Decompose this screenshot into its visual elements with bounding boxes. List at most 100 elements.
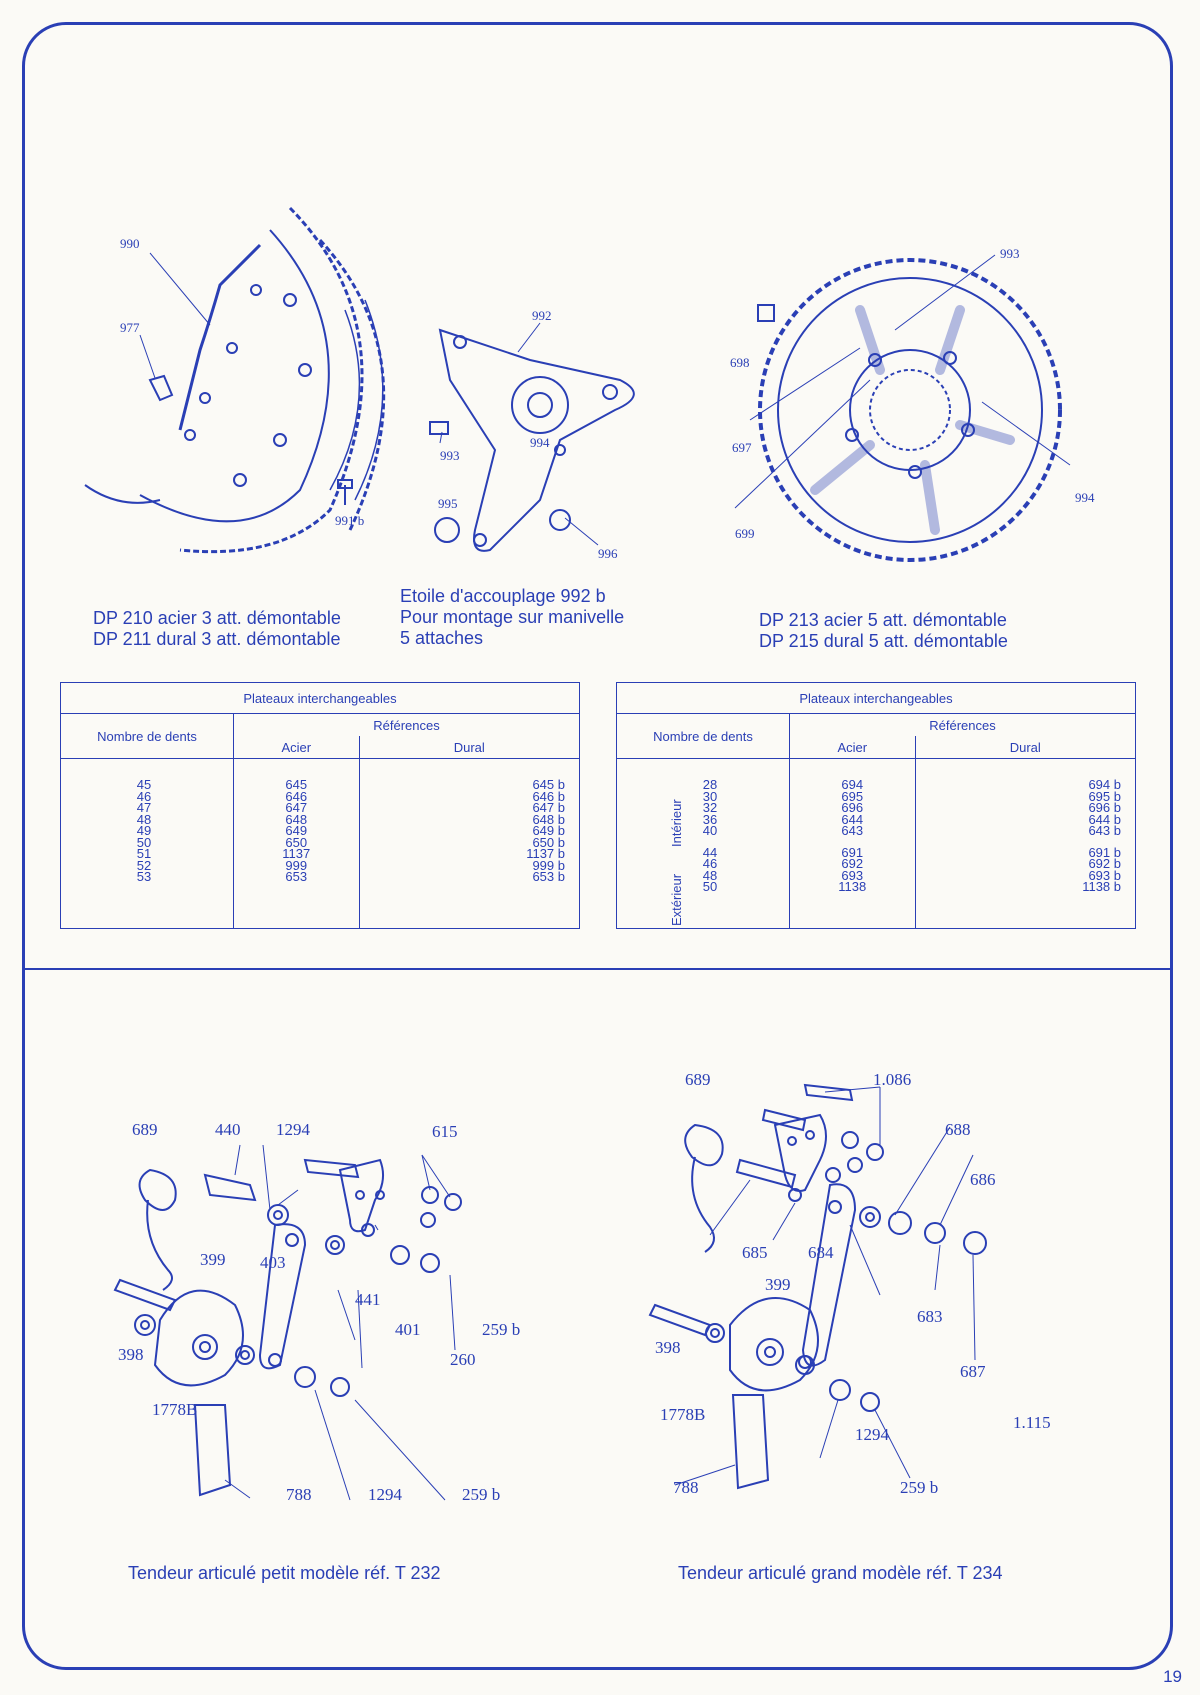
label-401: 401	[395, 1320, 421, 1339]
table-cell-dural: 643 b	[1088, 823, 1121, 838]
table-cell-dural: 694 b	[1088, 777, 1121, 792]
label-699: 699	[735, 526, 755, 541]
table-cell-dural: 692 b	[1088, 856, 1121, 871]
label-990: 990	[120, 236, 140, 251]
label-697: 697	[732, 440, 752, 455]
label-684: 684	[808, 1243, 834, 1262]
table-cell-teeth: 53	[136, 869, 152, 884]
label-1.115: 1.115	[1013, 1413, 1051, 1432]
table-cell-acier: 647	[285, 800, 308, 815]
group-label-outer: Extérieur	[669, 873, 684, 926]
label-399: 399	[200, 1250, 226, 1269]
caption-line: 5 attaches	[400, 628, 484, 648]
caption-tendeur-t234: Tendeur articulé grand modèle réf. T 234	[678, 1563, 1003, 1583]
table-cell-acier: 692	[841, 856, 864, 871]
label-992: 992	[532, 308, 552, 323]
table-cell-teeth: 44	[702, 844, 718, 860]
table-cell-dural: 650 b	[532, 834, 565, 850]
table-cell-acier: 1138	[838, 879, 867, 894]
chainring-3att-illustration: 990 977 991 b	[84, 206, 386, 554]
chainring-5att-illustration: 993 698 697 699 994	[730, 246, 1095, 562]
table-cell-dural: 999 b	[532, 857, 565, 873]
table-cell-teeth: 51	[136, 846, 152, 861]
page-number: 19	[1163, 1667, 1182, 1686]
table-cell-teeth: 48	[702, 867, 718, 883]
col-header-acier: Acier	[233, 736, 360, 759]
page-frame	[22, 22, 1173, 1670]
table-cell-acier: 643	[841, 823, 864, 838]
table-cell-acier: 645	[285, 777, 308, 792]
label-687: 687	[960, 1362, 986, 1381]
table-cell-dural: 644 b	[1088, 811, 1121, 827]
table-cell-dural: 645 b	[532, 777, 565, 792]
label-441: 441	[355, 1290, 381, 1309]
table-cell-teeth: 28	[702, 777, 718, 792]
table-cell-acier: 693	[841, 867, 864, 883]
table-cell-teeth: 52	[136, 857, 152, 873]
label-991b: 991 b	[335, 513, 364, 528]
table-cell-acier: 696	[841, 800, 864, 815]
table-cell-acier: 649	[285, 823, 308, 838]
table-title: Plateaux interchangeables	[616, 682, 1136, 714]
table-cell-dural: 695 b	[1088, 788, 1121, 804]
table-cell-teeth: 36	[702, 811, 718, 827]
caption-line: DP 215 dural 5 att. démontable	[759, 631, 1008, 651]
table-title: Plateaux interchangeables	[60, 682, 580, 714]
caption-tendeur-t232: Tendeur articulé petit modèle réf. T 232	[128, 1563, 441, 1583]
table-cell-teeth: 45	[136, 777, 152, 792]
label-403: 403	[260, 1253, 286, 1272]
label-788: 788	[286, 1485, 312, 1504]
table-cell-acier: 1137	[282, 846, 311, 861]
label-994: 994	[530, 435, 550, 450]
label-1294: 1294	[855, 1425, 890, 1444]
label-995: 995	[438, 496, 458, 511]
label-685: 685	[742, 1243, 768, 1262]
label-996: 996	[598, 546, 618, 561]
label-686: 686	[970, 1170, 996, 1189]
label-1.086: 1.086	[873, 1070, 911, 1089]
table-cell-teeth: 40	[702, 823, 718, 838]
label-259b: 259 b	[482, 1320, 520, 1339]
table-cell-acier: 691	[841, 844, 864, 860]
group-label-inner: Intérieur	[669, 799, 684, 847]
caption-chainring-3att: DP 210 acier 3 att. démontable DP 211 du…	[93, 608, 341, 650]
label-440: 440	[215, 1120, 241, 1139]
tendeur-t234-illustration: 689 1.086 688 686 685 684 399 683 398 68…	[648, 1070, 1051, 1497]
table-cell-dural: 653 b	[532, 869, 565, 884]
caption-line: Pour montage sur manivelle	[400, 607, 625, 627]
label-993: 993	[440, 448, 460, 463]
col-header-teeth: Nombre de dents	[616, 713, 790, 759]
table-cell-dural: 1138 b	[1082, 879, 1121, 894]
table-cell-acier: 646	[285, 788, 308, 804]
chainring-table-left: Plateaux interchangeables Nombre de dent…	[60, 682, 580, 929]
caption-line: Etoile d'accouplage 992 b	[400, 586, 606, 606]
table-cell-acier: 999	[285, 857, 308, 873]
table-cell-dural: 693 b	[1088, 867, 1121, 883]
label-1294: 1294	[276, 1120, 311, 1139]
col-header-teeth: Nombre de dents	[60, 713, 234, 759]
label-977: 977	[120, 320, 140, 335]
label-698: 698	[730, 355, 750, 370]
caption-spider: Etoile d'accouplage 992 b Pour montage s…	[400, 586, 624, 649]
table-cell-acier: 648	[285, 811, 308, 827]
col-header-refs: Références	[789, 713, 1136, 736]
table-cell-teeth: 49	[136, 823, 152, 838]
label-688: 688	[945, 1120, 971, 1139]
table-cell-acier: 653	[285, 869, 308, 884]
label-689: 689	[132, 1120, 158, 1139]
label-399: 399	[765, 1275, 791, 1294]
caption-line: DP 213 acier 5 att. démontable	[759, 610, 1007, 630]
label-398: 398	[655, 1338, 681, 1357]
table-cell-teeth: 32	[702, 800, 718, 815]
label-1294: 1294	[368, 1485, 403, 1504]
col-header-refs: Références	[233, 713, 580, 736]
table-cell-acier: 694	[841, 777, 864, 792]
label-615: 615	[432, 1122, 458, 1141]
table-cell-dural: 646 b	[532, 788, 565, 804]
